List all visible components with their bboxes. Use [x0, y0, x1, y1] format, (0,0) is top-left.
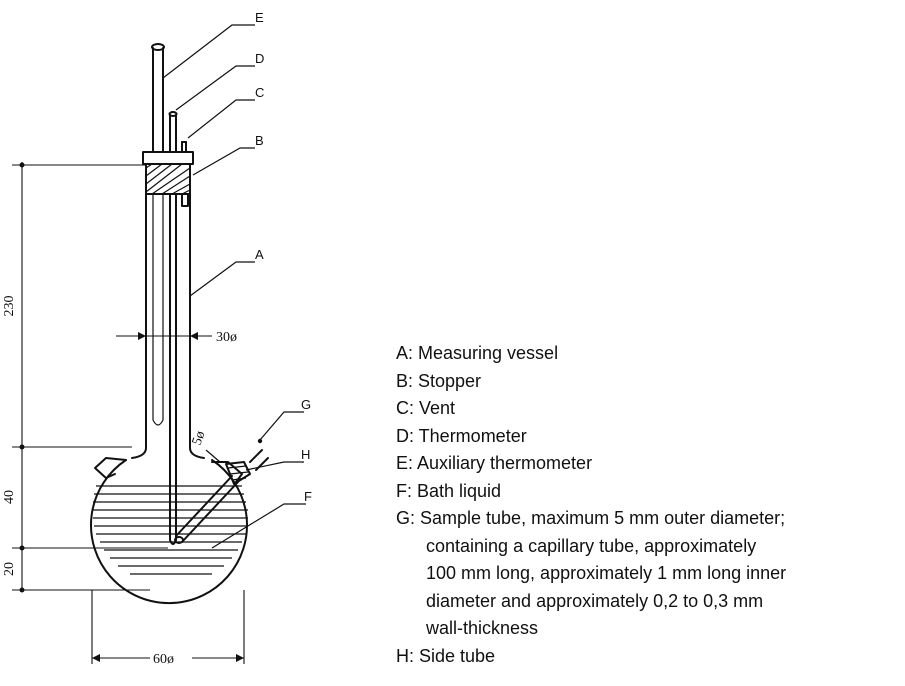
inner-tubes: [152, 193, 177, 545]
label-b: B: [255, 133, 264, 148]
vertical-dimension: [12, 162, 168, 593]
label-g: G: [301, 397, 311, 412]
leader-lines: [162, 24, 306, 549]
legend-item-b: B: Stopper: [396, 370, 482, 391]
part-labels: E D C B A F G H: [255, 10, 312, 504]
label-f: F: [304, 489, 312, 504]
legend-item-a: A: Measuring vessel: [396, 343, 559, 363]
legend-list: A: Measuring vessel B: Stopper C: Vent D…: [396, 340, 901, 670]
sample-tube: [174, 475, 239, 544]
legend-item-e: E: Auxiliary thermometer: [396, 453, 593, 473]
legend-item-g-line-4: diameter and approximately 0,2 to 0,3 mm: [426, 590, 764, 611]
legend-item-c: C: Vent: [396, 398, 456, 418]
legend-item-g-line-5: wall-thickness: [426, 618, 539, 638]
label-d: D: [255, 51, 264, 66]
legend-item-g-line-2: containing a capillary tube, approximate…: [426, 535, 757, 556]
neck-diameter-dimension: [116, 332, 212, 340]
vent-tube: [181, 141, 187, 153]
label-h: H: [301, 447, 310, 462]
legend-item-f: F: Bath liquid: [396, 480, 502, 501]
dim-60-diameter: 60ø: [153, 652, 174, 667]
label-e: E: [255, 10, 264, 25]
auxiliary-thermometer: [151, 43, 165, 153]
legend-item-h: H: Side tube: [396, 645, 496, 666]
bulb-diameter-dimension: [91, 590, 245, 664]
side-tube-dim-line: [205, 449, 221, 463]
dim-40: 40: [2, 490, 17, 504]
dim-20: 20: [2, 562, 17, 576]
legend-item-g-line-3: 100 mm long, approximately 1 mm long inn…: [426, 563, 787, 583]
legend-item-g: G: Sample tube, maximum 5 mm outer diame…: [396, 508, 786, 528]
legend-item-d: D: Thermometer: [396, 425, 527, 446]
dim-5-diameter: 5ø: [190, 429, 209, 447]
label-c: C: [255, 85, 264, 100]
stopper: [142, 151, 194, 207]
measuring-vessel: [90, 193, 248, 604]
thermometer-top: [168, 111, 178, 153]
dim-30-diameter: 30ø: [216, 330, 237, 345]
label-a: A: [255, 247, 264, 262]
dim-230: 230: [2, 296, 17, 317]
